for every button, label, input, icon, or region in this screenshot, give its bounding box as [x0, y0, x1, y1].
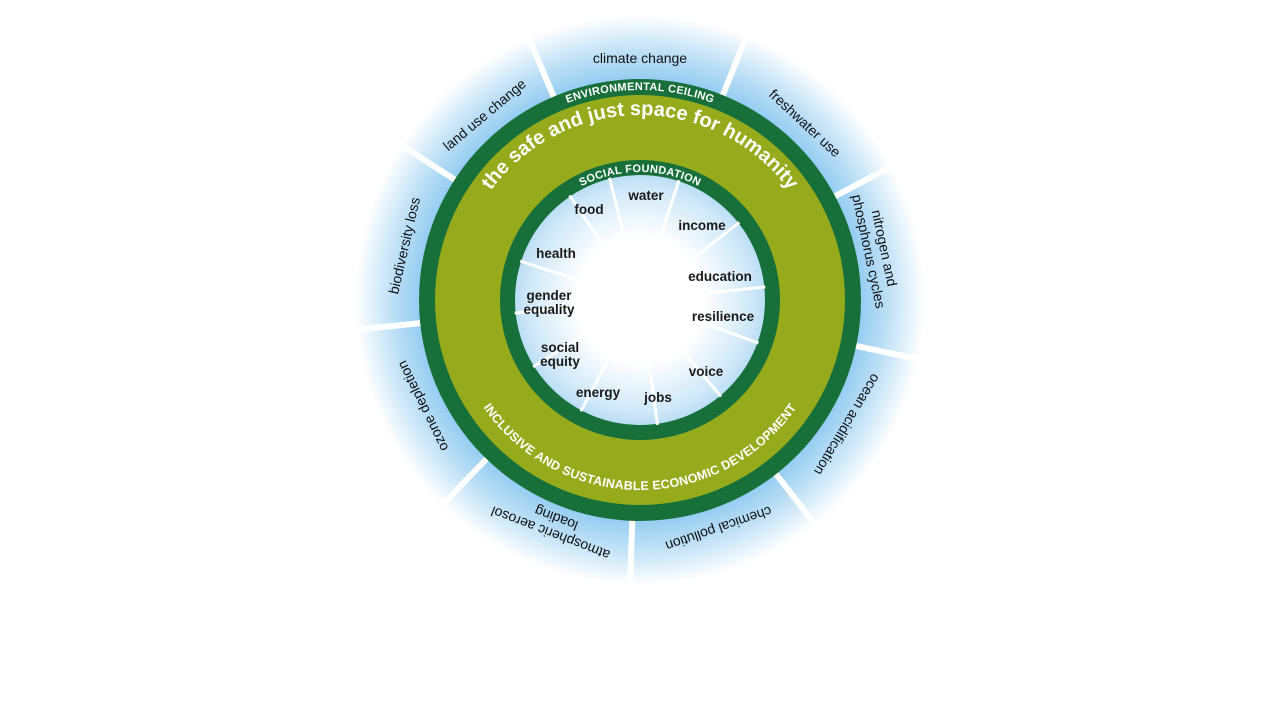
- social-foundation-label: jobs: [643, 390, 672, 405]
- social-foundation-label: energy: [576, 385, 621, 400]
- inner-separator: [650, 302, 759, 345]
- social-foundation-label: resilience: [692, 309, 755, 324]
- social-foundation-label: income: [678, 218, 726, 233]
- social-foundation-labels: water income education resilience voice jobs e…: [523, 188, 754, 405]
- social-foundation-label-line1: gender: [526, 288, 572, 303]
- inner-separator: [579, 309, 636, 412]
- social-foundation-label-line2: equality: [523, 302, 575, 317]
- inner-separator: [532, 305, 631, 369]
- social-foundation-label: food: [574, 202, 603, 217]
- inner-separator: [568, 194, 635, 291]
- outer-separators: [349, 28, 927, 592]
- social-foundation-label: education: [688, 269, 752, 284]
- inner-separator: [514, 299, 629, 315]
- outer-separator: [831, 160, 900, 201]
- inner-separator: [648, 221, 741, 294]
- social-core: [515, 175, 765, 425]
- inner-separator: [646, 308, 723, 398]
- planetary-boundary-label: climate change: [593, 50, 687, 66]
- outer-separator: [349, 319, 424, 334]
- social-foundation-label: water: [627, 188, 664, 203]
- inner-separator: [608, 177, 639, 289]
- outer-separator: [718, 28, 753, 99]
- inner-separator: [519, 259, 630, 298]
- outer-separator: [523, 30, 558, 101]
- social-foundation-label-line2: equity: [540, 354, 580, 369]
- inner-separator: [640, 311, 660, 425]
- social-foundation-label: health: [536, 246, 576, 261]
- social-foundation-label: voice: [689, 364, 724, 379]
- outer-separator: [393, 138, 459, 184]
- outer-separator: [626, 517, 636, 592]
- outer-separator: [852, 342, 927, 364]
- outer-separator: [435, 454, 491, 513]
- inner-separators: [514, 177, 766, 425]
- social-foundation-label-line1: social: [541, 340, 579, 355]
- inner-separator: [651, 285, 766, 301]
- outer-separator: [771, 469, 823, 532]
- inner-separator: [642, 179, 681, 290]
